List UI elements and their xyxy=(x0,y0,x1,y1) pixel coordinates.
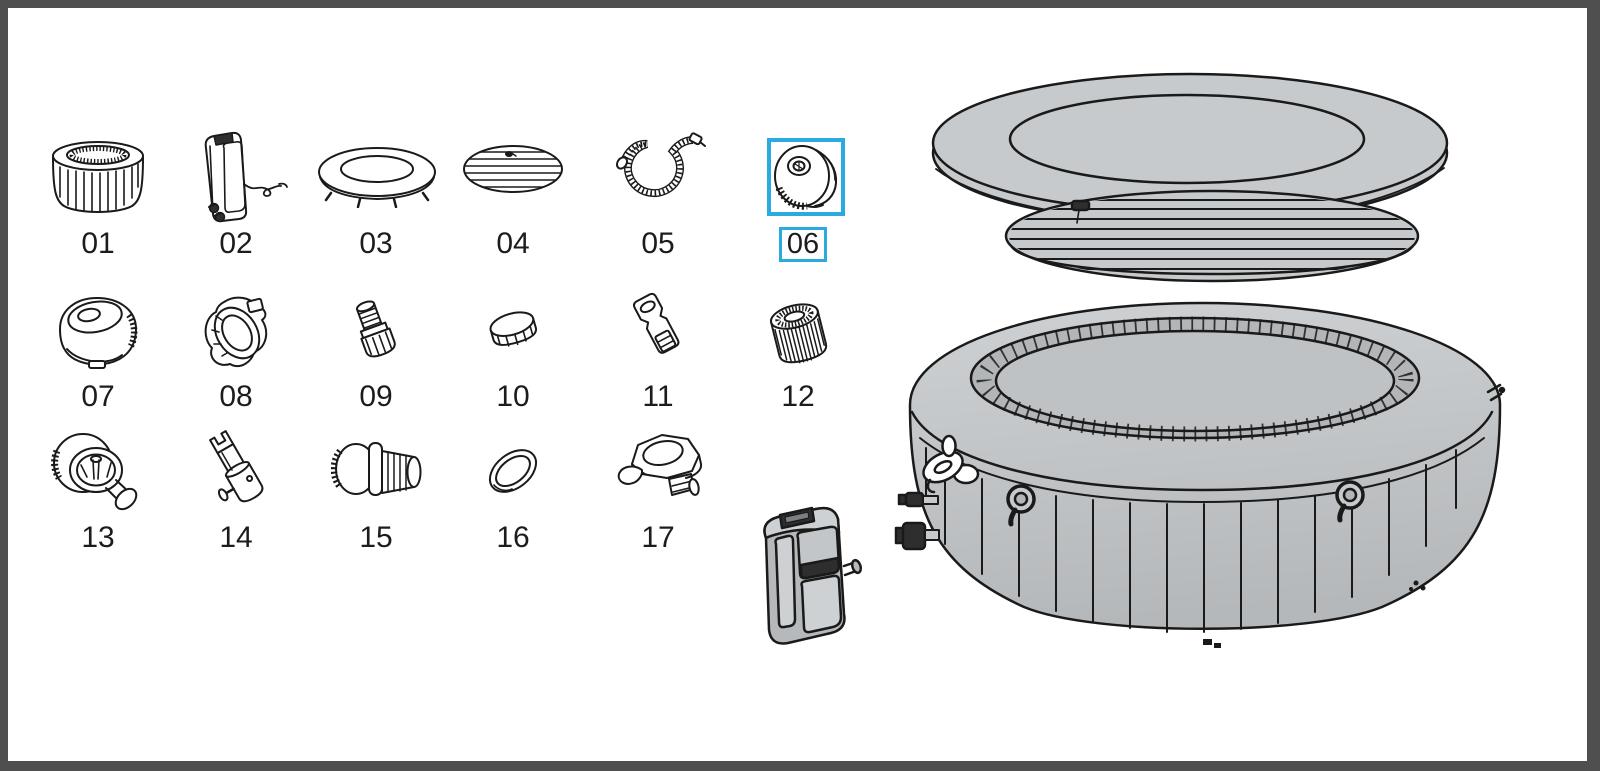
dispenser-cap-icon xyxy=(59,297,138,369)
part-07-label[interactable]: 07 xyxy=(81,380,115,413)
part-10-label[interactable]: 10 xyxy=(496,380,530,413)
spa-exploded-view-illustration xyxy=(763,72,1506,648)
part-14-label[interactable]: 14 xyxy=(219,521,253,554)
part-03-thumbnail[interactable] xyxy=(313,144,441,208)
tub-hose-connectors xyxy=(894,491,940,551)
inflatable-lid-bladder-drawing xyxy=(1004,189,1420,283)
valve-adapter-icon xyxy=(355,300,396,358)
spa-liner-icon xyxy=(52,141,144,213)
part-17-label[interactable]: 17 xyxy=(641,521,675,554)
inflatable-lid-icon xyxy=(318,147,436,208)
part-12-label[interactable]: 12 xyxy=(781,380,815,413)
part-11-thumbnail[interactable] xyxy=(625,291,695,373)
part-06-thumbnail-selected[interactable] xyxy=(767,138,845,216)
part-03-label[interactable]: 03 xyxy=(359,227,393,260)
part-14-thumbnail[interactable] xyxy=(199,425,273,513)
strap-buckle-icon xyxy=(632,292,680,354)
inflation-hose-icon xyxy=(615,132,706,210)
spa-tub-body-drawing xyxy=(894,301,1506,648)
part-02-label[interactable]: 02 xyxy=(219,227,253,260)
part-16-label[interactable]: 16 xyxy=(496,521,530,554)
valve-wrench-tool-icon xyxy=(209,430,264,503)
part-08-label[interactable]: 08 xyxy=(219,380,253,413)
part-08-thumbnail[interactable] xyxy=(196,290,276,376)
pump-heater-unit-icon xyxy=(204,131,288,223)
part-09-thumbnail[interactable] xyxy=(344,294,410,370)
filter-housing-cap-icon xyxy=(774,145,838,210)
part-05-thumbnail[interactable] xyxy=(612,130,708,210)
part-01-thumbnail[interactable] xyxy=(48,135,148,219)
part-15-thumbnail[interactable] xyxy=(331,431,423,511)
clamp-collar-icon xyxy=(204,296,268,368)
debris-elbow-fitting-icon xyxy=(51,433,138,511)
drain-valve-cap-icon xyxy=(617,434,703,496)
part-04-thumbnail[interactable] xyxy=(459,142,567,196)
part-16-thumbnail[interactable] xyxy=(480,435,546,507)
part-13-label[interactable]: 13 xyxy=(81,521,115,554)
stopper-cap-icon xyxy=(489,311,538,347)
tub-air-valve xyxy=(922,434,980,494)
part-05-label[interactable]: 05 xyxy=(641,227,675,260)
part-10-thumbnail[interactable] xyxy=(483,303,543,353)
o-ring-seal-icon xyxy=(488,449,538,493)
part-12-thumbnail[interactable] xyxy=(767,296,831,374)
part-11-label[interactable]: 11 xyxy=(642,380,674,413)
part-06-label-selected[interactable]: 06 xyxy=(779,227,827,262)
threaded-connector-icon xyxy=(331,442,422,496)
part-04-label[interactable]: 04 xyxy=(496,227,530,260)
tub-rope-ring-left xyxy=(1006,484,1036,527)
part-09-label[interactable]: 09 xyxy=(359,380,393,413)
pump-unit-drawing xyxy=(763,506,863,645)
filter-cartridge-icon xyxy=(769,303,828,364)
part-01-label[interactable]: 01 xyxy=(81,227,115,260)
top-cover-icon xyxy=(463,145,563,193)
part-13-thumbnail[interactable] xyxy=(50,429,146,515)
part-02-thumbnail[interactable] xyxy=(180,126,292,226)
part-17-thumbnail[interactable] xyxy=(612,424,706,514)
part-07-thumbnail[interactable] xyxy=(52,291,144,373)
tub-rope-ring-right xyxy=(1335,480,1365,523)
part-15-label[interactable]: 15 xyxy=(359,521,393,554)
